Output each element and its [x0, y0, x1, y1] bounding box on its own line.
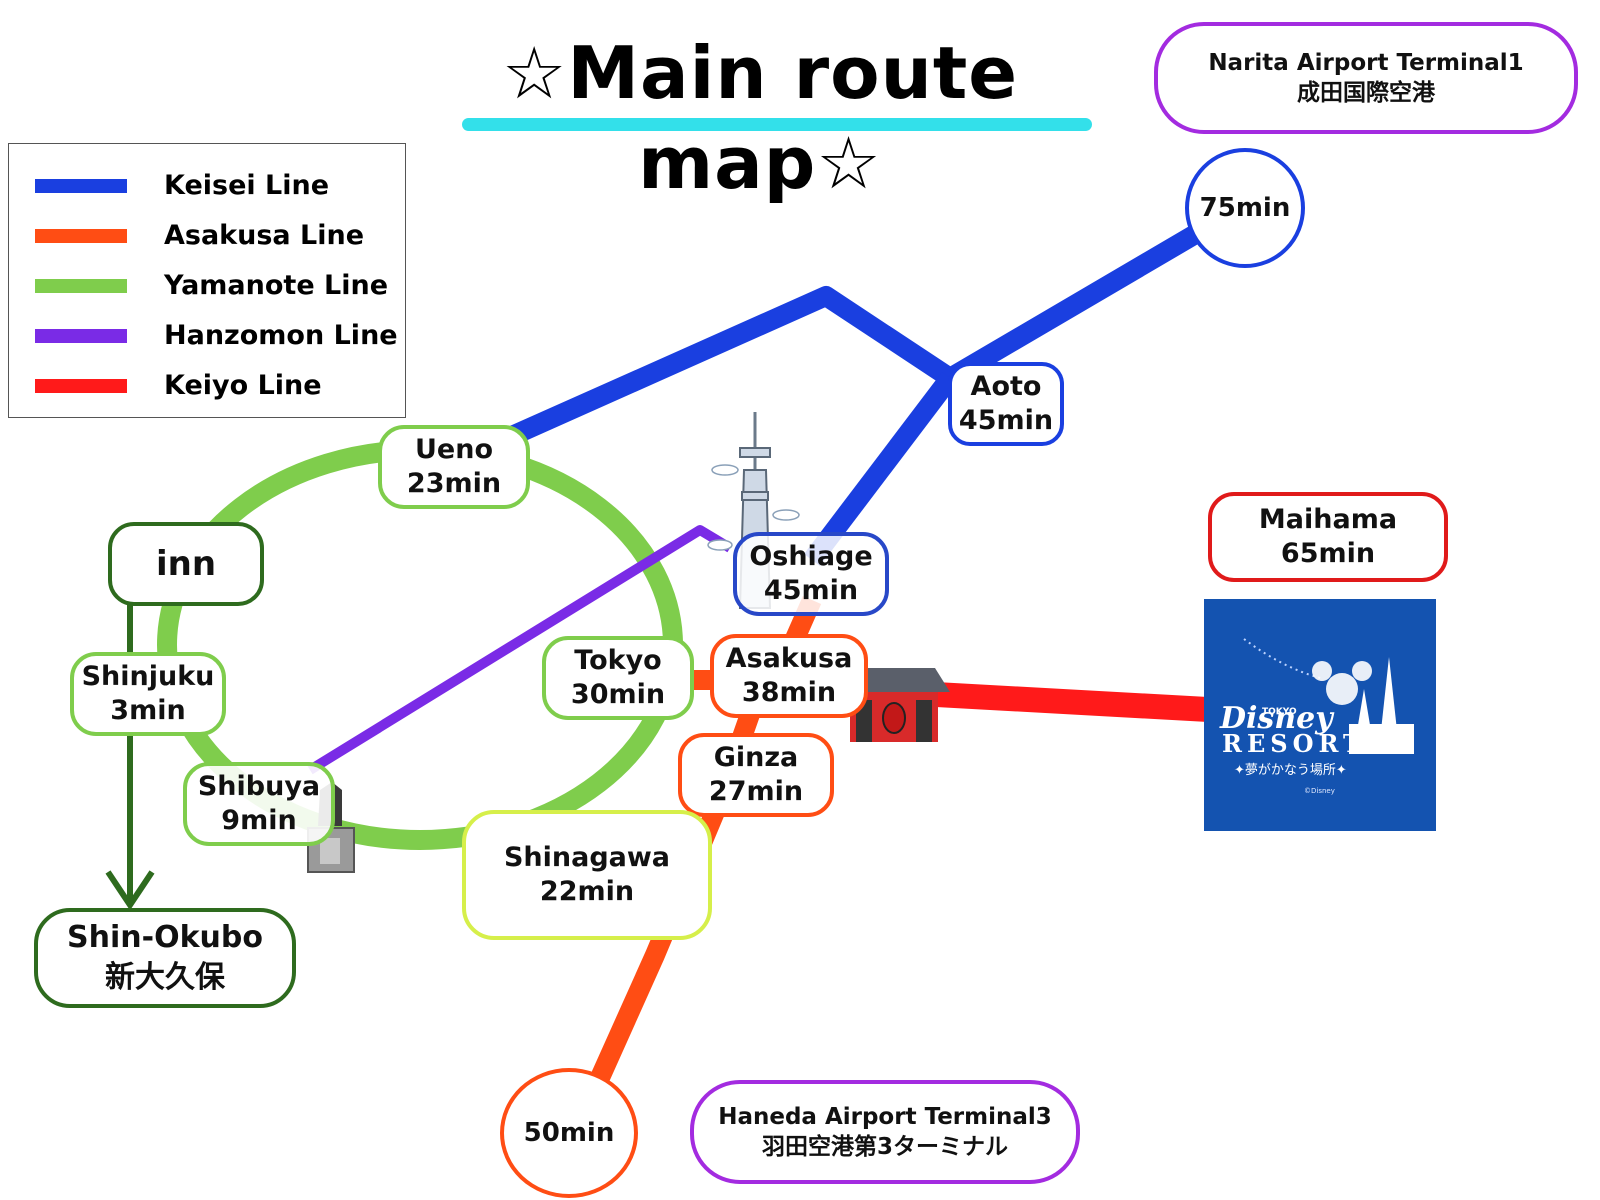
station-asakusa: Asakusa 38min — [710, 634, 868, 718]
legend-label-keisei: Keisei Line — [164, 170, 330, 201]
station-time-ginza: 27min — [708, 776, 804, 807]
disney-copyright: ©Disney — [1304, 787, 1335, 795]
legend-swatch-yamanote — [35, 279, 127, 293]
station-name-shibuya: Shibuya — [197, 771, 321, 802]
line-legend: Keisei Line Asakusa Line Yamanote Line H… — [8, 143, 406, 418]
narita-airport-label: Narita Airport Terminal1 成田国際空港 — [1154, 22, 1578, 134]
station-time-tokyo: 30min — [570, 679, 666, 710]
keiyo-line — [900, 680, 1208, 722]
station-name-aoto: Aoto — [970, 371, 1042, 402]
station-name-inn: inn — [155, 544, 217, 584]
station-name-ja-shin-okubo: 新大久保 — [105, 960, 225, 995]
legend-item-hanzomon: Hanzomon Line — [9, 316, 405, 356]
station-shinagawa: Shinagawa 22min — [462, 810, 712, 940]
legend-label-keiyo: Keiyo Line — [164, 370, 322, 401]
legend-label-hanzomon: Hanzomon Line — [164, 320, 398, 351]
station-name-oshiage: Oshiage — [749, 541, 873, 572]
station-tokyo: Tokyo 30min — [542, 636, 694, 720]
legend-item-keisei: Keisei Line — [9, 166, 405, 206]
station-time-shibuya: 9min — [221, 805, 297, 836]
legend-item-yamanote: Yamanote Line — [9, 266, 405, 306]
title-underline — [462, 118, 1092, 131]
station-ueno: Ueno 23min — [378, 425, 530, 509]
station-aoto: Aoto 45min — [948, 362, 1064, 446]
station-maihama: Maihama 65min — [1208, 492, 1448, 582]
shin-okubo-arrow-icon — [105, 870, 155, 911]
station-time-ueno: 23min — [406, 468, 502, 499]
legend-swatch-asakusa — [35, 229, 127, 243]
legend-swatch-keiyo — [35, 379, 127, 393]
station-oshiage: Oshiage 45min — [733, 532, 889, 616]
narita-airport-name-ja: 成田国際空港 — [1297, 80, 1435, 106]
station-time-shinagawa: 22min — [539, 876, 635, 907]
haneda-airport-name-ja: 羽田空港第3ターミナル — [761, 1134, 1008, 1160]
keisei-line — [480, 196, 1251, 458]
map-title: ☆Main route map☆ — [501, 31, 1019, 205]
station-time-aoto: 45min — [958, 405, 1054, 436]
legend-label-asakusa: Asakusa Line — [164, 220, 365, 251]
narita-time-circle: 75min — [1185, 148, 1305, 268]
station-shin-okubo: Shin-Okubo 新大久保 — [34, 908, 296, 1008]
station-name-shinagawa: Shinagawa — [503, 842, 671, 873]
station-time-maihama: 65min — [1280, 538, 1376, 569]
station-ginza: Ginza 27min — [678, 733, 834, 817]
haneda-airport-name-en: Haneda Airport Terminal3 — [718, 1104, 1052, 1130]
disney-wordmark: Disney — [1220, 701, 1333, 736]
legend-swatch-keisei — [35, 179, 127, 193]
narita-airport-name-en: Narita Airport Terminal1 — [1208, 50, 1524, 76]
disney-tagline: ✦夢がかなう場所✦ — [1234, 763, 1347, 778]
disney-resort-text: RESORT — [1222, 729, 1366, 758]
station-name-shin-okubo: Shin-Okubo — [67, 920, 263, 955]
legend-label-yamanote: Yamanote Line — [164, 270, 389, 301]
station-name-ueno: Ueno — [414, 434, 493, 465]
disney-tokyo-text: TOKYO — [1262, 707, 1297, 717]
legend-swatch-hanzomon — [35, 329, 127, 343]
tokyo-disney-resort-logo: Disney TOKYO RESORT ✦夢がかなう場所✦ ©Disney — [1204, 599, 1436, 831]
castle-icon — [1243, 638, 1414, 754]
station-name-tokyo: Tokyo — [574, 645, 662, 676]
station-shibuya: Shibuya 9min — [183, 762, 335, 846]
station-name-ginza: Ginza — [713, 742, 799, 773]
station-time-oshiage: 45min — [763, 575, 859, 606]
legend-item-asakusa: Asakusa Line — [9, 216, 405, 256]
keisei-line-oshiage — [804, 371, 958, 567]
station-name-shinjuku: Shinjuku — [81, 661, 215, 692]
legend-item-keiyo: Keiyo Line — [9, 366, 405, 406]
haneda-airport-label: Haneda Airport Terminal3 羽田空港第3ターミナル — [690, 1080, 1080, 1184]
station-name-maihama: Maihama — [1258, 504, 1398, 535]
station-time-asakusa: 38min — [741, 677, 837, 708]
station-name-asakusa: Asakusa — [725, 643, 853, 674]
haneda-time-circle: 50min — [500, 1068, 638, 1198]
station-time-shinjuku: 3min — [110, 695, 186, 726]
station-shinjuku: Shinjuku 3min — [70, 652, 226, 736]
station-inn: inn — [108, 522, 264, 606]
